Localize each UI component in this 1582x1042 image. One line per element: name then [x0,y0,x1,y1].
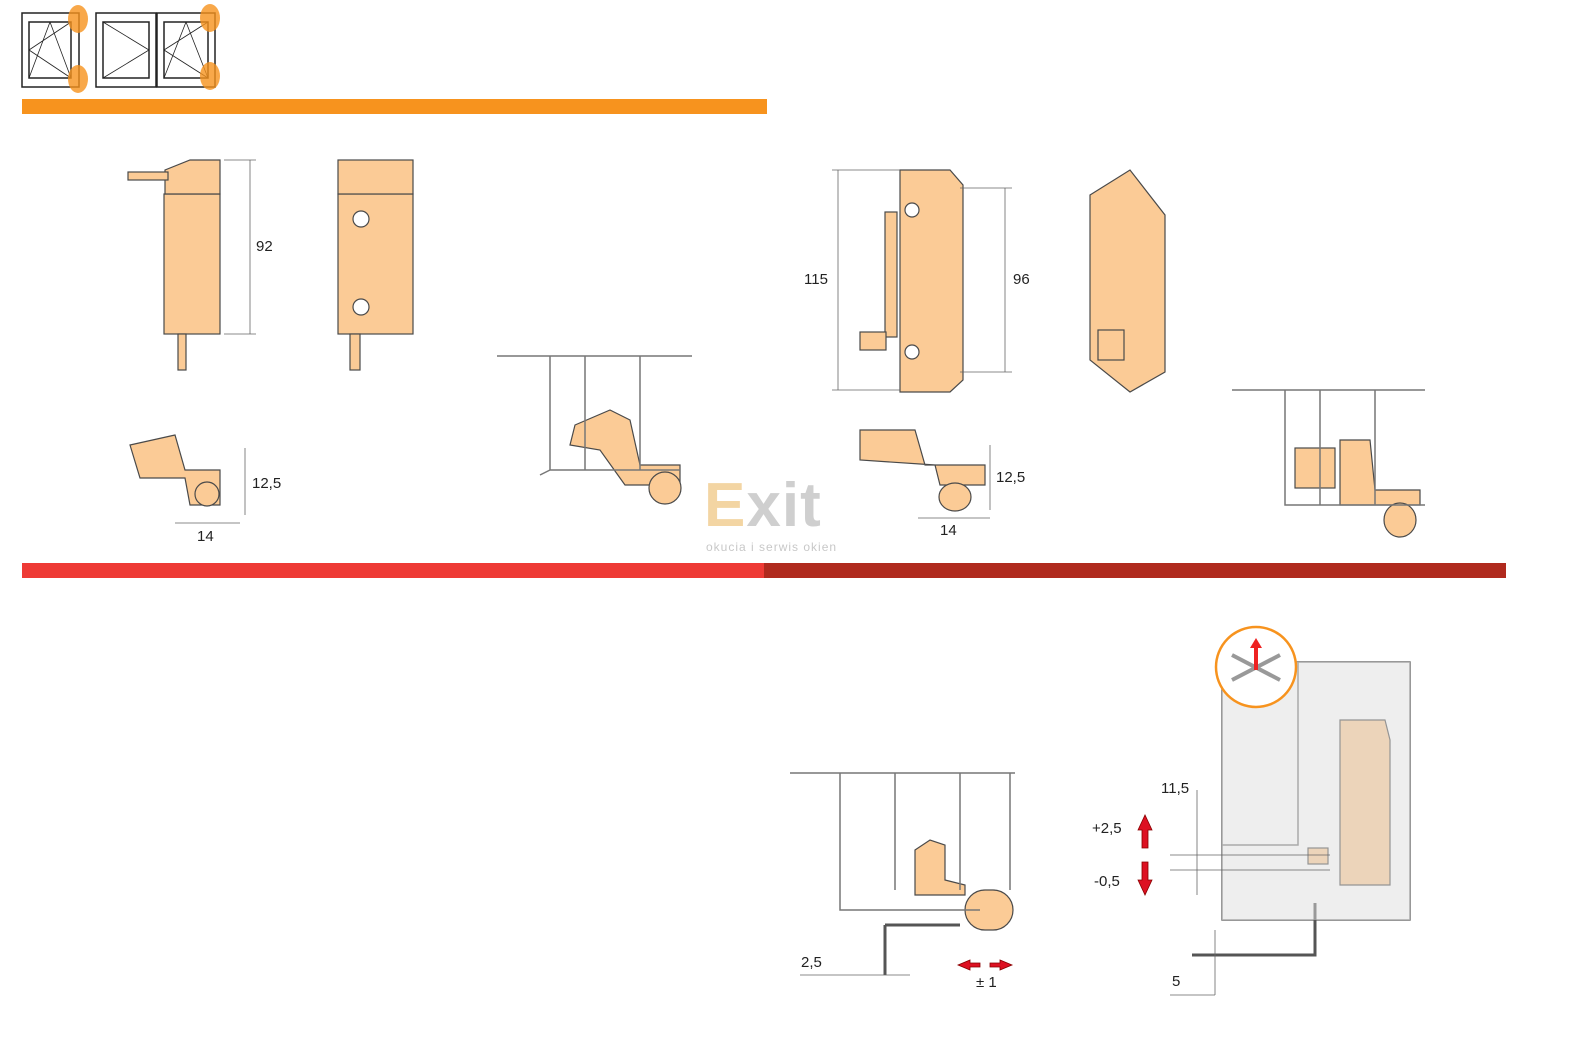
dark-red-section-bar [764,563,1506,578]
dim-right-total-height: 115 [804,271,828,288]
exit-logo: Exit [704,475,822,537]
dim-adjust-plus: +2,5 [1092,820,1122,837]
left-hinge-side [337,159,414,371]
logo-tagline: okucia i serwis okien [706,540,838,554]
window-type-icons [21,4,220,93]
dim-right-height: 96 [1013,271,1030,288]
right-hinge-front [859,169,964,393]
dim-key-size: 5 [1172,973,1181,990]
dim-right-width: 14 [940,522,957,539]
dim-left-width: 14 [197,528,214,545]
logo-letters-xit: xit [746,471,822,540]
left-hinge-front [127,159,221,371]
right-hinge-side [1089,169,1166,393]
dim-adjust-height: 11,5 [1161,780,1190,797]
red-section-bar [22,563,764,578]
dim-left-height: 92 [256,238,273,255]
adjust-direction-icon [1214,625,1298,709]
logo-letter-e: E [704,471,747,540]
dim-adjust-lateral: ± 1 [976,974,997,991]
dim-adjust-minus: -0,5 [1094,873,1120,890]
dim-right-offset: 12,5 [996,469,1026,486]
dim-adjust-gap: 2,5 [801,954,822,971]
dim-left-offset: 12,5 [252,475,282,492]
orange-section-bar [22,99,767,114]
